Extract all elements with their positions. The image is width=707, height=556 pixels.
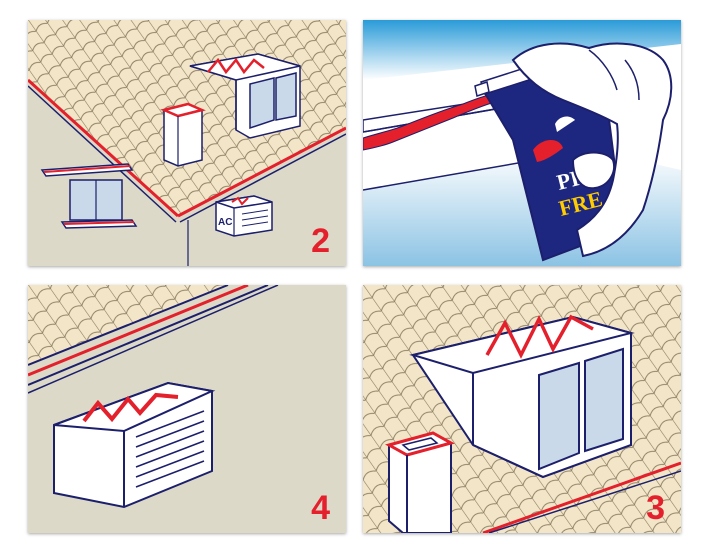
- ac-unit: [215, 195, 273, 237]
- ac-unit-illustration: [28, 285, 346, 533]
- gel-line-gutter: [177, 126, 346, 218]
- hand: [511, 42, 673, 258]
- panel-overview: AC 2: [28, 20, 346, 266]
- dormer: [409, 314, 635, 479]
- panel-ac-unit: 4: [28, 285, 346, 533]
- gel-zigzag-dormer: [207, 57, 265, 75]
- apply-gel-illustration: PIGE FRE: [363, 20, 681, 266]
- chimney: [385, 431, 455, 533]
- step-number-2: 2: [311, 222, 330, 260]
- wall-window: [40, 163, 138, 229]
- step-number-4: 4: [311, 489, 330, 527]
- chimney: [160, 102, 206, 167]
- ac-label: AC: [218, 217, 233, 228]
- gel-line-eave: [28, 78, 180, 218]
- dormer: [189, 53, 301, 139]
- gel-zigzag-dormer: [485, 314, 594, 359]
- panel-dormer: 3: [363, 285, 681, 533]
- ac-unit: [53, 381, 216, 509]
- gel-line-gutter: [28, 285, 249, 377]
- panel-apply-gel: PIGE FRE: [363, 20, 681, 266]
- step-number-3: 3: [646, 489, 665, 527]
- overview-illustration: [28, 20, 346, 266]
- gel-zigzag-ac: [82, 392, 179, 423]
- gel-line-gutter: [482, 461, 681, 533]
- dormer-illustration: [363, 285, 681, 533]
